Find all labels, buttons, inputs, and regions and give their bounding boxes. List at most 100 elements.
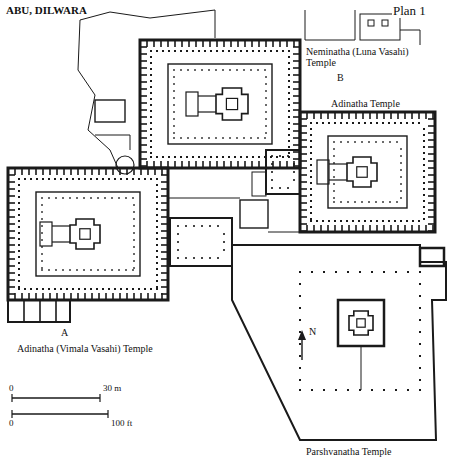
wall-line (181, 161, 183, 168)
wall-line (195, 161, 197, 168)
pillar-dot (240, 50, 242, 52)
pillar-dot (156, 178, 158, 180)
wall-line (140, 109, 147, 111)
wall-line (258, 40, 260, 47)
pillar-dot (299, 355, 301, 357)
pillar-dot (288, 56, 290, 58)
wall-line (112, 168, 114, 175)
pillar-dot (83, 197, 85, 199)
wall-line (428, 216, 435, 218)
pillar-dot (177, 249, 179, 251)
pillar-dot (41, 218, 43, 220)
wall-line (23, 300, 25, 322)
pillar-dot (335, 271, 337, 273)
pillar-dot (18, 250, 20, 252)
wall-line (161, 216, 168, 218)
pillar-dot (400, 176, 402, 178)
pillar-dot (423, 188, 425, 190)
wall-line (279, 40, 281, 47)
pillar-dot (423, 152, 425, 154)
pillar-dot (316, 220, 318, 222)
pillar-dot (358, 122, 360, 124)
pillar-dot (347, 271, 349, 273)
wall-line (42, 293, 44, 300)
wall-line (107, 410, 108, 418)
wall-line (293, 67, 300, 69)
wall-line (272, 40, 274, 47)
pillar-dot (382, 122, 384, 124)
wall-line (147, 293, 149, 300)
pillar-dot (333, 190, 335, 192)
pillar-dot (370, 220, 372, 222)
pillar-dot (423, 200, 425, 202)
pillar-dot (192, 50, 194, 52)
pillar-dot (173, 76, 175, 78)
wall-line (168, 198, 240, 199)
pillar-dot (333, 155, 335, 157)
wall-rect (300, 112, 435, 232)
pillar-dot (18, 244, 20, 246)
pillar-dot (382, 141, 384, 143)
pillar-dot (215, 69, 217, 71)
pillar-dot (18, 202, 20, 204)
wall-line (161, 168, 163, 175)
pillar-dot (48, 178, 50, 180)
pillar-dot (246, 156, 248, 158)
pillar-dot (111, 269, 113, 271)
pillar-dot (394, 220, 396, 222)
pillar-dot (299, 319, 301, 321)
pillar-dot (396, 201, 398, 203)
pillar-dot (322, 122, 324, 124)
pillar-dot (18, 238, 20, 240)
pillar-dot (288, 86, 290, 88)
pillar-dot (270, 50, 272, 52)
pillar-dot (72, 288, 74, 290)
pillar-dot (180, 69, 182, 71)
pillar-dot (400, 197, 402, 199)
wall-line (428, 139, 435, 141)
pillar-dot (177, 233, 179, 235)
pillar-dot (173, 83, 175, 85)
wall-line (160, 40, 162, 47)
pillar-dot (150, 140, 152, 142)
pillar-dot (114, 178, 116, 180)
wall-line (195, 40, 197, 47)
wall-line (181, 40, 183, 47)
pillar-dot (204, 50, 206, 52)
pillar-dot (132, 178, 134, 180)
pillar-dot (335, 389, 337, 391)
pillar-dot (133, 225, 135, 227)
pillar-dot (282, 50, 284, 52)
pillar-dot (133, 239, 135, 241)
pillar-dot (236, 69, 238, 71)
wall-line (49, 168, 51, 175)
wall-line (91, 293, 93, 300)
wall-rect (95, 100, 125, 122)
pillar-dot (104, 197, 106, 199)
pillar-dot (96, 178, 98, 180)
pillar-dot (419, 319, 421, 321)
pillar-dot (60, 288, 62, 290)
pillar-dot (265, 111, 267, 113)
pillar-dot (48, 269, 50, 271)
pillar-dot (288, 74, 290, 76)
wall-line (42, 168, 44, 175)
pillar-dot (168, 50, 170, 52)
pillar-dot (383, 389, 385, 391)
wall-line (52, 241, 70, 242)
pillar-dot (250, 137, 252, 139)
scale-number: 0 (8, 384, 15, 394)
pillar-dot (323, 389, 325, 391)
pillar-dot (104, 269, 106, 271)
pillar-dot (18, 190, 20, 192)
wall-line (411, 112, 413, 119)
pillar-dot (120, 178, 122, 180)
wall-line (334, 112, 336, 119)
pillar-dot (41, 269, 43, 271)
wall-line (8, 181, 15, 183)
pillar-dot (310, 134, 312, 136)
scale-number: 0 (8, 419, 15, 429)
wall-rect (168, 64, 272, 144)
pillar-dot (333, 183, 335, 185)
pillar-dot (173, 111, 175, 113)
